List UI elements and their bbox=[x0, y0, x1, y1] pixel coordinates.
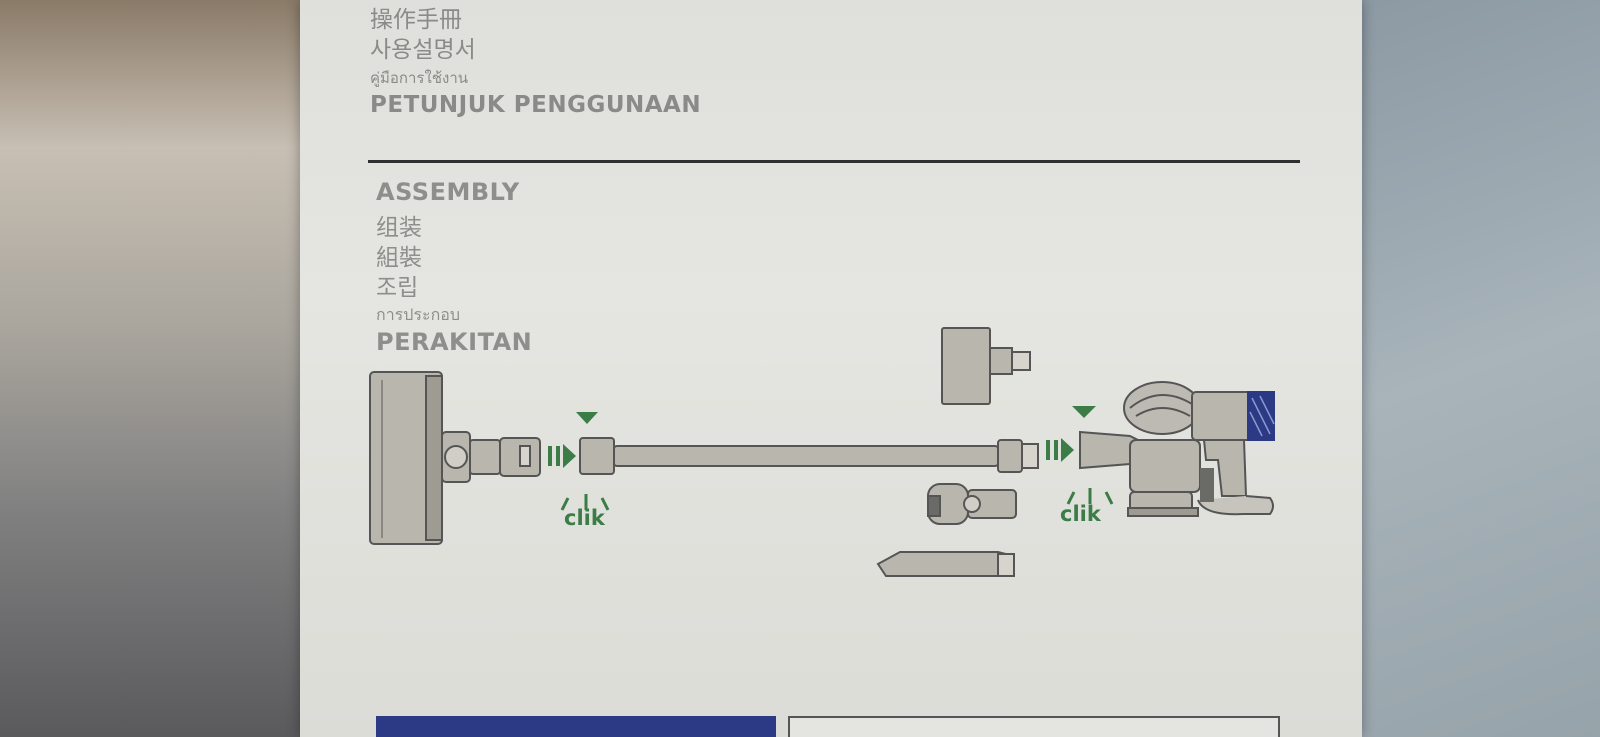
assembly-title-en: ASSEMBLY bbox=[376, 178, 520, 206]
click-label-left: clik bbox=[564, 506, 605, 530]
background-left bbox=[0, 0, 320, 737]
cleaner-head bbox=[369, 371, 541, 545]
crevice-tool bbox=[876, 551, 1015, 577]
bottom-blue-panel bbox=[376, 716, 776, 737]
header-line-id: PETUNJUK PENGGUNAAN bbox=[370, 92, 702, 118]
assembly-title-ko: 조립 bbox=[376, 275, 419, 301]
assembly-title-th: การประกอบ bbox=[376, 305, 461, 324]
assembly-title-zh-hant: 組裝 bbox=[376, 245, 422, 271]
click-rays-left bbox=[560, 494, 610, 511]
section-divider bbox=[368, 160, 1300, 163]
wand bbox=[579, 437, 1039, 475]
handheld-unit bbox=[1079, 381, 1275, 517]
click-label-right: clik bbox=[1060, 502, 1101, 526]
arrow-left bbox=[548, 412, 598, 468]
header-line-th: คู่มือการใช้งาน bbox=[370, 69, 468, 87]
header-line-ko: 사용설명서 bbox=[370, 37, 476, 63]
combination-tool bbox=[941, 327, 1031, 405]
bottom-outlined-panel bbox=[788, 716, 1280, 737]
mini-motorised-tool bbox=[927, 483, 1017, 525]
background-right bbox=[1330, 0, 1600, 737]
click-rays-right bbox=[1066, 488, 1114, 505]
assembly-diagram bbox=[369, 327, 1275, 577]
header-line-zh: 操作手冊 bbox=[370, 7, 462, 33]
manual-page: 操作手冊 사용설명서 คู่มือการใช้งาน PETUNJUK PENG… bbox=[300, 0, 1362, 737]
assembly-title-id: PERAKITAN bbox=[376, 328, 533, 356]
arrow-right bbox=[1046, 406, 1096, 462]
assembly-title-zh-hans: 组装 bbox=[376, 215, 422, 241]
